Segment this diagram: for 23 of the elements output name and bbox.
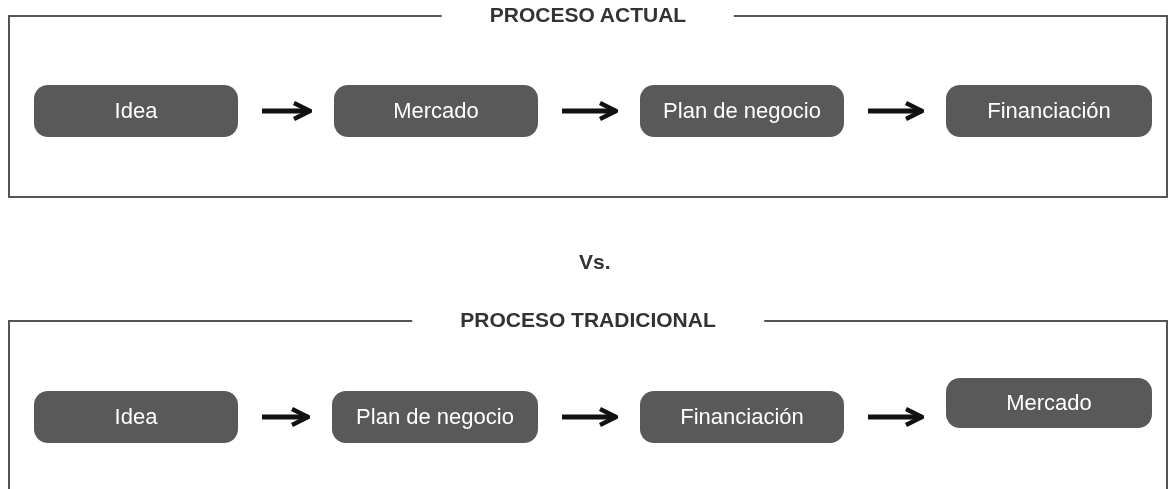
process-pill (332, 391, 538, 443)
arrow (562, 406, 619, 428)
arrow (262, 100, 313, 122)
process-pill (640, 85, 844, 137)
step-label: Plan de negocio (663, 98, 821, 124)
versus-label: Vs. (579, 250, 611, 274)
arrow (262, 406, 311, 428)
process-pill (34, 85, 238, 137)
arrow (562, 100, 619, 122)
step-label: Financiación (987, 98, 1111, 124)
process-pill (946, 378, 1152, 428)
step-label: Idea (114, 98, 158, 124)
process-pill (34, 391, 238, 443)
step-label: Financiación (680, 404, 804, 430)
arrow (868, 406, 925, 428)
process-pill (334, 85, 538, 137)
process-pill (946, 85, 1152, 137)
step-label: Mercado (1006, 390, 1092, 416)
arrow (868, 100, 925, 122)
process-pill (640, 391, 844, 443)
step-label: Plan de negocio (356, 404, 514, 430)
step-label: Mercado (393, 98, 479, 124)
step-label: Idea (114, 404, 158, 430)
